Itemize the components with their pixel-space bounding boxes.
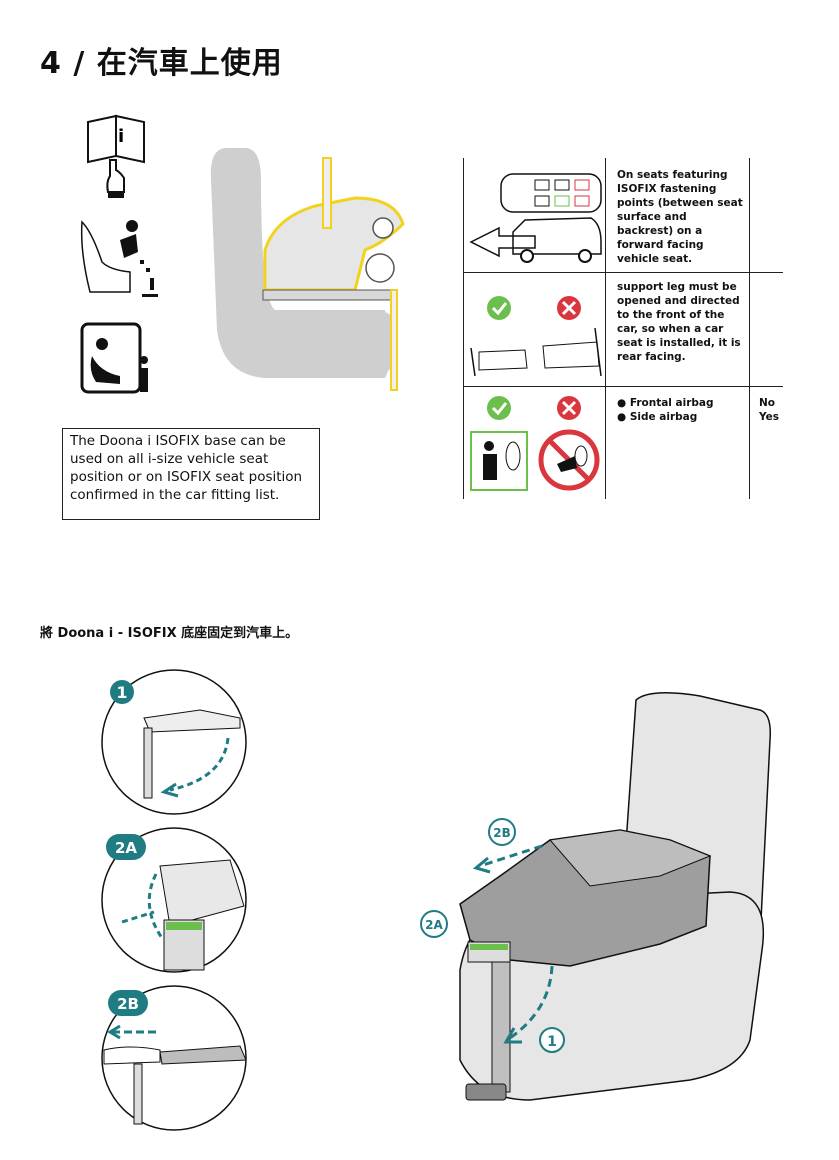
fitting-table: On seats featuring ISOFIX fastening poin… — [463, 158, 783, 499]
isofix-notice-box: The Doona i ISOFIX base can be used on a… — [62, 428, 320, 520]
table-row-2-text: support leg must be opened and directed … — [617, 281, 741, 363]
label-2b: 2B — [493, 826, 511, 840]
child-seat-reading-icon — [80, 220, 158, 297]
child-seat-info-icon — [80, 322, 148, 394]
label-2a-badge — [420, 910, 448, 938]
airbag-list: ● Frontal airbag ● Side airbag — [617, 396, 745, 424]
label-2b-badge — [488, 818, 516, 846]
instruction-heading: 將 Doona i - ISOFIX 底座固定到汽車上。 — [40, 626, 299, 641]
label-2a: 2A — [425, 918, 443, 932]
label-1: 1 — [547, 1034, 557, 1050]
airbag-warning-icon — [538, 429, 600, 491]
manual-info-icon: i — [87, 114, 145, 198]
check-icon — [487, 396, 511, 420]
svg-text:i: i — [118, 126, 124, 147]
check-icon — [487, 296, 511, 320]
step-1-number: 1 — [116, 683, 127, 702]
step-2b-illustration: 2B — [101, 985, 247, 1131]
step-1-illustration: 1 — [101, 669, 247, 815]
main-base-illustration: 2B 2A 1 — [420, 692, 772, 1101]
table-row-3-item-1: ● Frontal airbag — [617, 397, 714, 409]
step-2b-number: 2B — [117, 995, 139, 1013]
step-2a-illustration: 2A — [101, 827, 247, 973]
car-diagram-icon — [469, 173, 602, 263]
airbag-values: No Yes — [759, 396, 783, 424]
step-1-badge — [110, 680, 134, 704]
table-row-3-item-2: ● Side airbag — [617, 411, 698, 423]
step-2a-number: 2A — [115, 839, 137, 857]
icon-column: i — [80, 114, 158, 394]
airbag-diagram — [470, 396, 600, 491]
step-2b-badge — [108, 990, 148, 1016]
step-2a-badge — [106, 834, 146, 860]
support-leg-diagram — [470, 296, 602, 377]
page-title: 4 / 在汽車上使用 — [40, 46, 283, 81]
table-row-1-text: On seats featuring ISOFIX fastening poin… — [617, 169, 743, 265]
table-row-3-value-1: No — [759, 397, 776, 409]
label-1-badge — [539, 1027, 565, 1053]
table-row-3-value-2: Yes — [759, 411, 780, 423]
seat-base-illustration — [210, 148, 405, 391]
